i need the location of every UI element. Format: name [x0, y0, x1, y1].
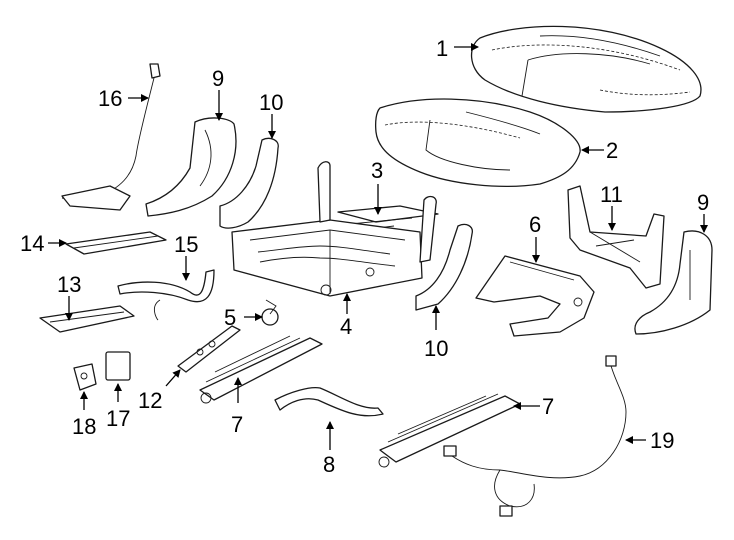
callout-10b: 10	[424, 336, 448, 361]
bolster-trim-left	[219, 137, 279, 229]
callout-3: 3	[371, 158, 383, 183]
callout-9a: 9	[212, 66, 224, 91]
callout-16: 16	[98, 86, 122, 111]
callout-7b: 7	[542, 394, 554, 419]
callout-2: 2	[606, 138, 618, 163]
bolster-trim-right	[415, 223, 473, 311]
belt-harness	[61, 63, 161, 211]
release-cable	[274, 386, 384, 417]
callout-11: 11	[600, 182, 623, 207]
track-cover	[177, 325, 241, 373]
wire-bracket-lower	[39, 305, 135, 333]
callout-10a: 10	[259, 90, 283, 115]
seat-frame	[231, 161, 437, 297]
adjuster-knob	[261, 299, 279, 326]
side-shield-left	[145, 117, 237, 217]
leader-lines	[48, 43, 708, 450]
seat-wiring-harness	[117, 269, 215, 321]
seat-track-left	[199, 335, 323, 404]
callout-19: 19	[650, 428, 674, 453]
callout-labels: 1 2 3 4 5 6 7 7 8 9 9 10 10 11 12 13 14 …	[20, 36, 709, 477]
callout-18: 18	[72, 414, 96, 439]
callout-14: 14	[20, 231, 44, 256]
callout-8: 8	[323, 452, 335, 477]
main-wiring-harness	[443, 355, 627, 517]
callout-9b: 9	[697, 190, 709, 215]
mount-bracket	[73, 363, 97, 391]
seat-cushion-cover	[470, 25, 702, 113]
callout-12: 12	[138, 388, 162, 413]
callout-6: 6	[529, 212, 541, 237]
callout-7a: 7	[231, 412, 243, 437]
leader-12	[165, 369, 181, 387]
recliner-bracket	[475, 255, 595, 337]
callout-1: 1	[436, 36, 448, 61]
callout-17: 17	[106, 406, 130, 431]
seat-cushion-pad	[374, 98, 581, 187]
wire-bracket-upper	[65, 231, 167, 255]
control-module	[105, 351, 131, 381]
callout-13: 13	[57, 272, 81, 297]
seatback-frame	[567, 185, 665, 289]
callout-4: 4	[340, 314, 352, 339]
side-shield-right	[634, 230, 713, 335]
callout-15: 15	[174, 232, 198, 257]
callout-5: 5	[224, 305, 236, 330]
